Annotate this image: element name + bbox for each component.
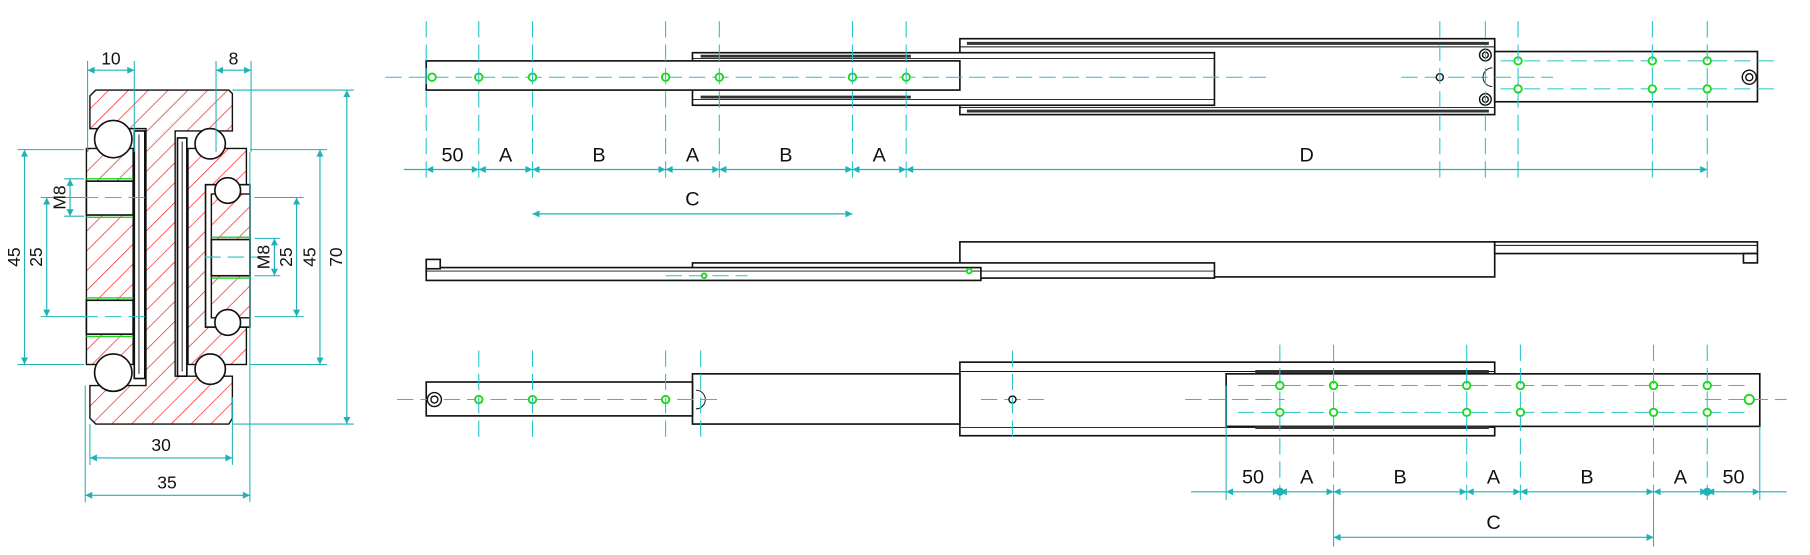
dim-label-45-right: 45 (299, 247, 319, 266)
top-dim-label-1: A (499, 144, 513, 166)
top-dim-label-3: A (686, 144, 700, 166)
extension-rail-side (1493, 241, 1759, 255)
top-dim-label-0: 50 (441, 144, 463, 166)
bottom-dim-label-6: 50 (1722, 467, 1744, 489)
ball-bearing (93, 353, 133, 393)
dim-label-35: 35 (157, 472, 176, 492)
top-dim-label-5: A (873, 144, 887, 166)
bottom-dim-label-3: A (1487, 467, 1501, 489)
dim-label-45-left: 45 (4, 247, 24, 266)
middle-member-bottom (691, 373, 961, 425)
rear-tab (1742, 252, 1759, 264)
inner-rail-bottom (425, 381, 694, 417)
bottom-dim-label-5: A (1674, 467, 1688, 489)
top-dim-label-4: B (779, 144, 792, 166)
dim-label-25-right: 25 (276, 247, 296, 266)
ball-bearing (214, 308, 242, 337)
bottom-dim-label-4: B (1580, 467, 1593, 489)
top-view: 50 A B A B A D C (385, 21, 1775, 218)
top-dim-label-6: D (1300, 144, 1314, 166)
ball-bearing (194, 353, 227, 386)
bottom-dim-label-0: 50 (1242, 467, 1264, 489)
dim-label-25-left: 25 (26, 247, 46, 266)
extension-rail (1493, 50, 1759, 103)
dim-label-8: 8 (229, 48, 239, 68)
left-steel-channel (133, 130, 146, 380)
bottom-dim-label-c: C (1486, 512, 1500, 534)
end-hole (430, 395, 439, 404)
top-dim-label-2: B (592, 144, 605, 166)
inner-rail (425, 60, 961, 91)
dim-label-10: 10 (101, 48, 121, 68)
mounting-hole (427, 72, 437, 82)
ball-bearing (93, 119, 133, 159)
end-hole (1745, 73, 1754, 82)
bottom-dim-label-2: B (1393, 467, 1406, 489)
dim-origin-dot (1275, 487, 1284, 496)
right-thread-hole (210, 238, 251, 277)
side-view (425, 241, 1759, 282)
ball-bearing (214, 176, 242, 205)
left-thread-hole (85, 180, 134, 216)
front-tab (425, 258, 442, 270)
stop-notch (1482, 67, 1493, 88)
end-hole (1743, 393, 1755, 406)
bottom-dim-label-1: A (1300, 467, 1314, 489)
screw-mark (965, 267, 973, 275)
dim-label-m8-right: M8 (254, 245, 274, 269)
dim-label-m8-left: M8 (49, 185, 69, 209)
extension-rail-bottom (1225, 373, 1761, 428)
bottom-view: 50 A B A B A 50C (397, 344, 1787, 547)
top-dim-label-c: C (685, 189, 699, 211)
left-thread-hole (85, 299, 134, 335)
ball-bearing (194, 127, 227, 160)
dim-label-30: 30 (151, 435, 171, 455)
dim-label-70: 70 (326, 247, 346, 267)
dim-origin-dot (1703, 487, 1712, 496)
screw-mark (700, 272, 708, 280)
